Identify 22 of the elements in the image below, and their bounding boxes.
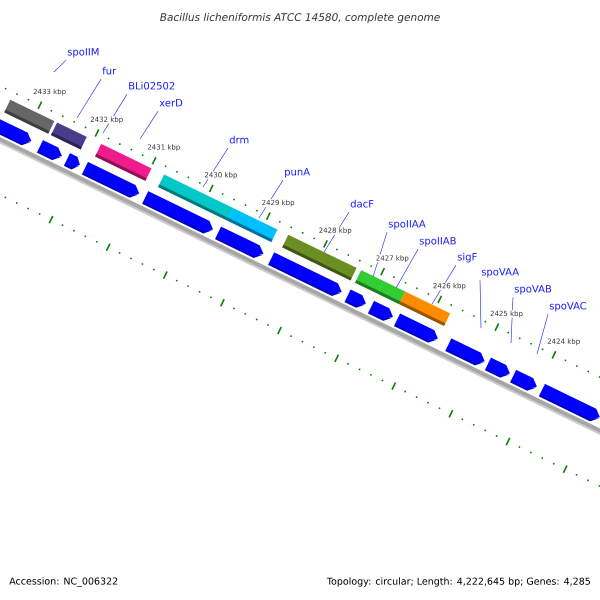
- accession-text: Accession: NC_006322: [9, 577, 118, 587]
- gene-label: spoIIAB: [420, 237, 456, 246]
- leader-line: [480, 280, 482, 328]
- gene-label: dacF: [350, 200, 374, 208]
- gene-label: spoVAB: [514, 285, 552, 294]
- gene-label: BLi02502: [129, 82, 174, 90]
- gene-label: spoVAC: [550, 302, 586, 312]
- leader-line: [140, 110, 158, 140]
- gene-label: xerD: [159, 99, 182, 107]
- gene-label: spoIIAA: [388, 220, 426, 230]
- leader-line: [396, 248, 418, 288]
- gene-label: fur: [102, 66, 116, 75]
- gene-label: drm: [230, 136, 248, 144]
- title: Bacillus licheniformis ATCC 14580, complete genome: [160, 12, 440, 24]
- leader-line: [536, 314, 548, 354]
- gene-label: spoIIM: [68, 48, 98, 58]
- gene-label: spoVAA: [482, 268, 519, 278]
- leader-line: [76, 78, 102, 118]
- leader-line: [54, 60, 66, 72]
- genome-info-text: Topology: circular; Length: 4,222,645 bp; Genes: 4,285: [326, 577, 590, 587]
- gene-label: sigF: [458, 252, 477, 262]
- gene-label: punA: [285, 168, 310, 178]
